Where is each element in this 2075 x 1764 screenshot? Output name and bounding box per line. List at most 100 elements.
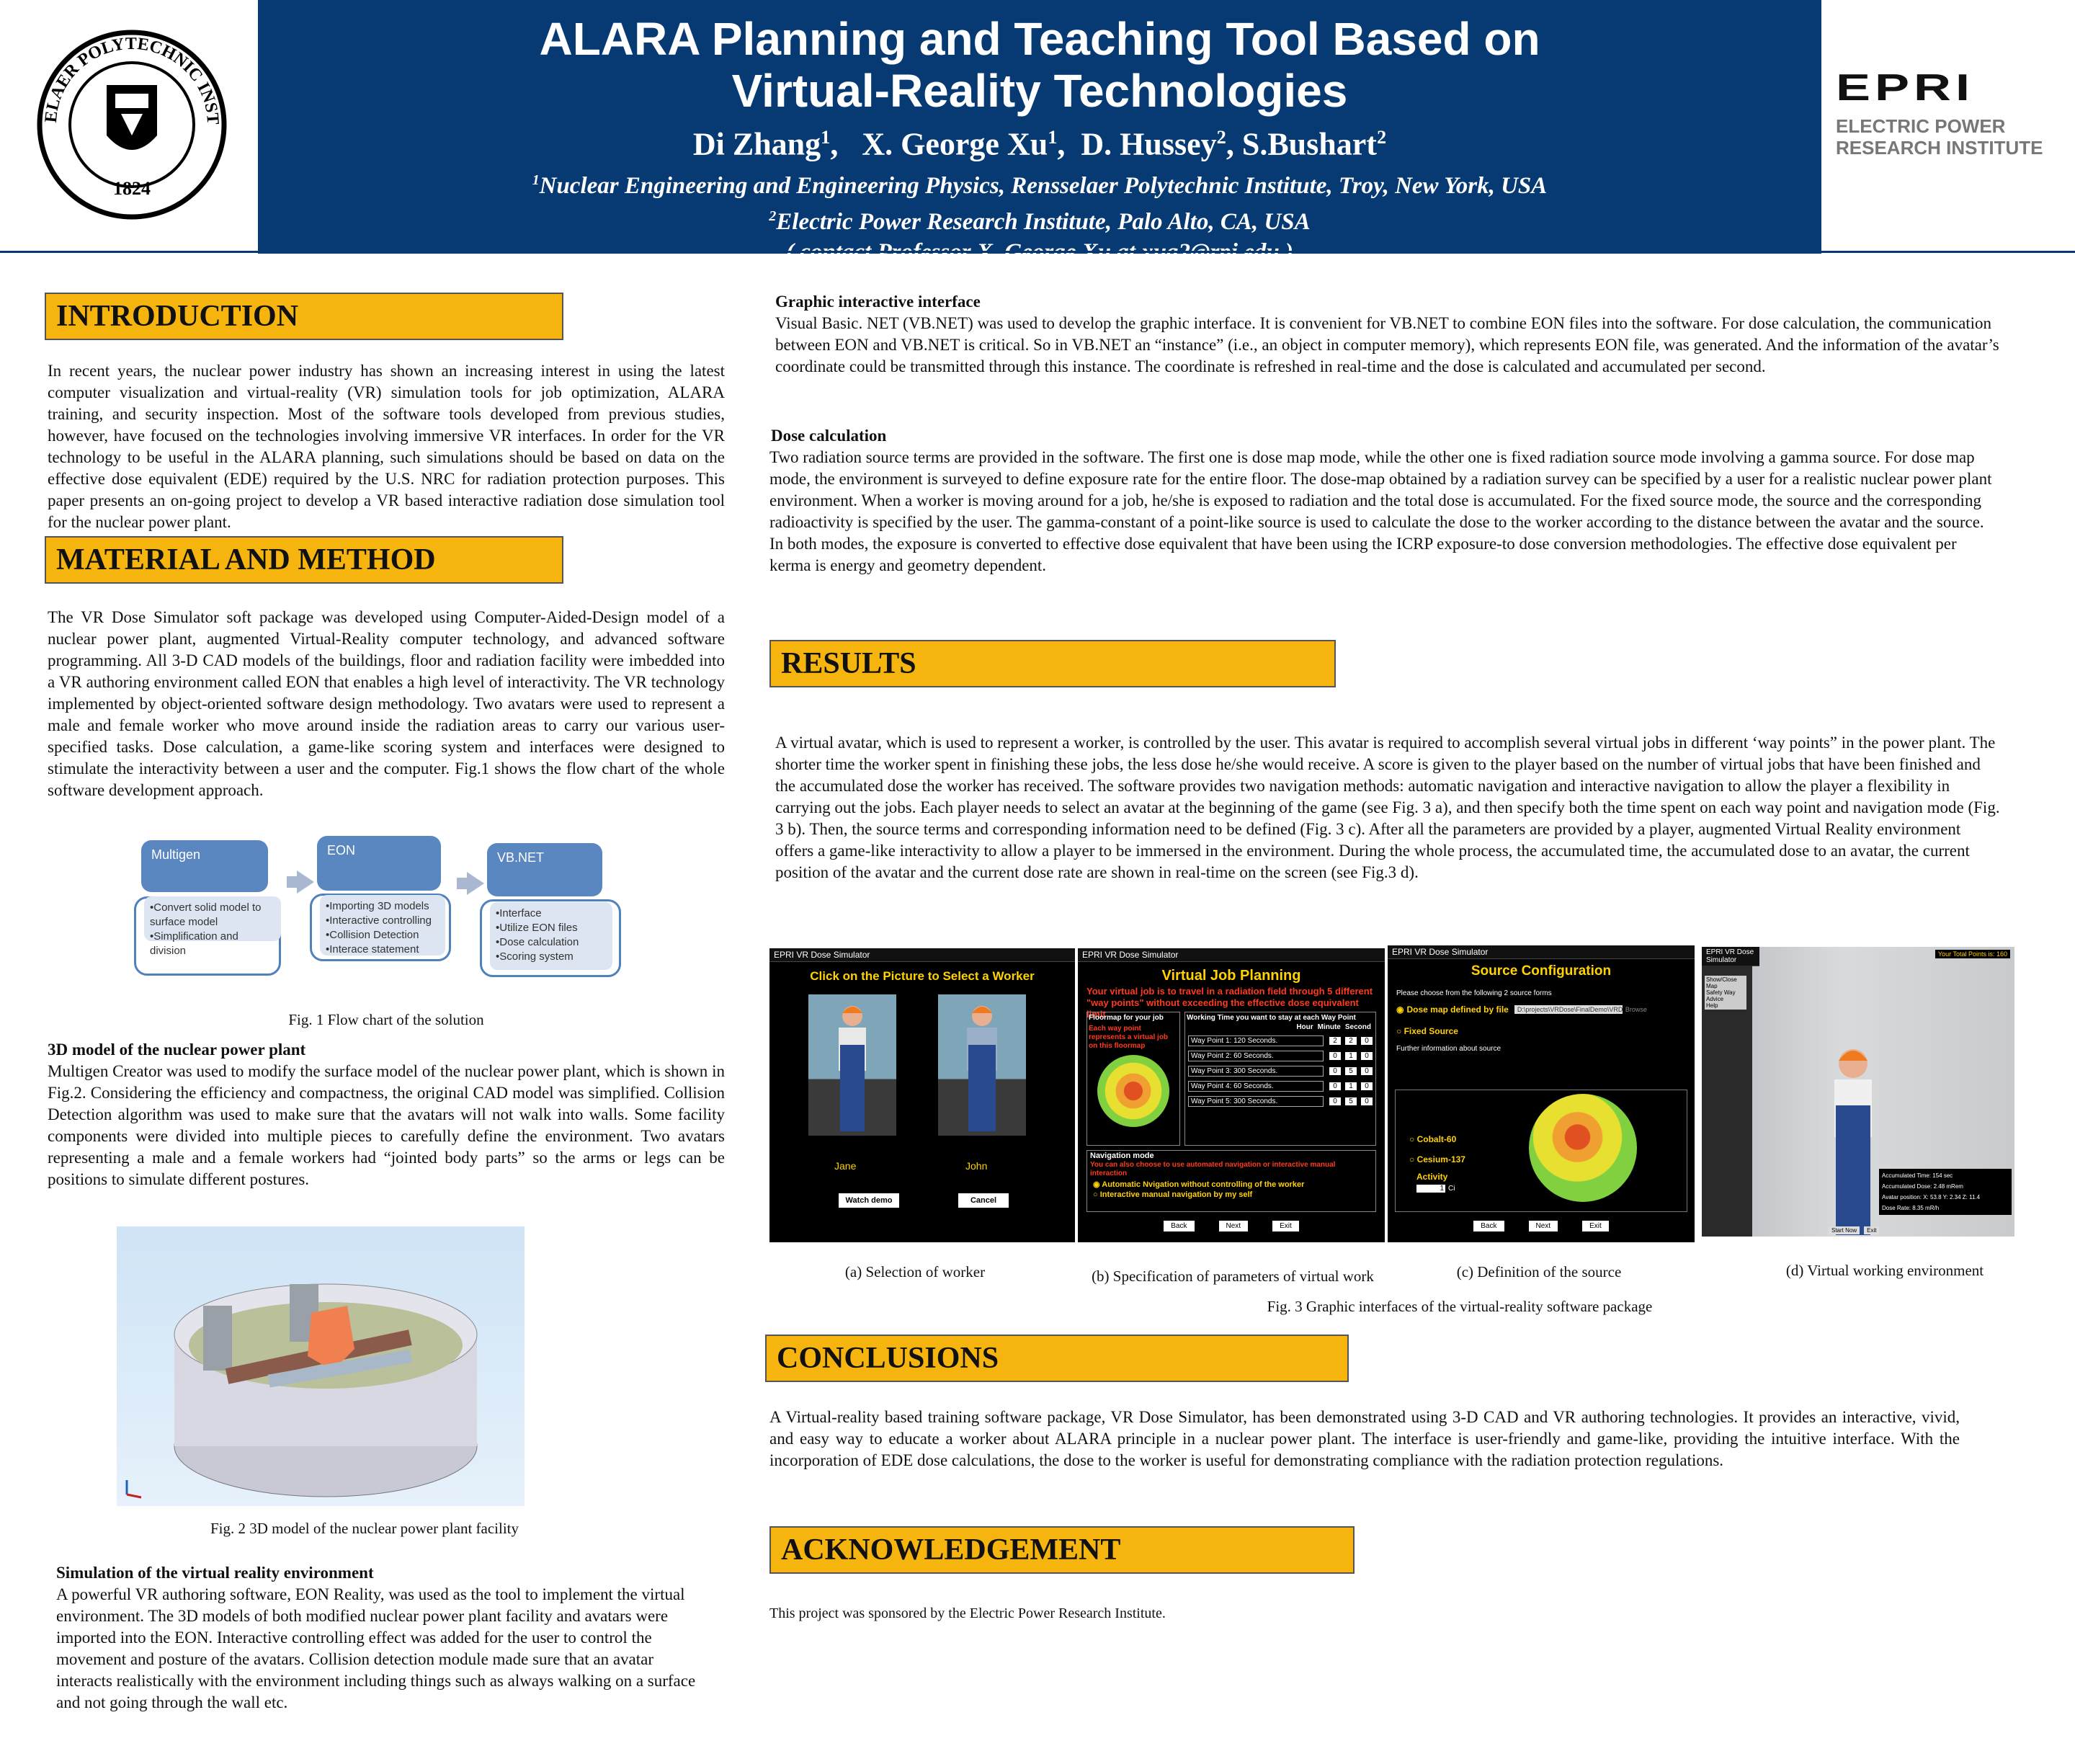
watch-demo-button[interactable]: Watch demo (839, 1193, 899, 1208)
section-heading-acknowledgement: ACKNOWLEDGEMENT (769, 1526, 1355, 1574)
author-name: X. George Xu (862, 126, 1048, 162)
next-button[interactable]: Next (1218, 1221, 1249, 1231)
affiliation-1: 1Nuclear Engineering and Engineering Phy… (532, 172, 1548, 199)
fig1-caption: Fig. 1 Flow chart of the solution (288, 1011, 484, 1028)
minute-input[interactable]: 5 (1345, 1067, 1357, 1075)
screen-d-titlebar: EPRI VR Dose Simulator (1702, 947, 1759, 966)
results-paragraph: A virtual avatar, which is used to repre… (775, 734, 2000, 881)
flow-arrow-1-stem (287, 876, 297, 888)
epri-wordmark: EPRI (1836, 67, 1975, 109)
worker-card-jane[interactable] (808, 994, 896, 1136)
flow-head-vbnet: VB.NET (487, 843, 602, 896)
exit-button[interactable]: Exit (1864, 1226, 1880, 1234)
fig3-caption: Fig. 3 Graphic interfaces of the virtual… (1267, 1298, 1653, 1315)
author-name: Di Zhang (692, 126, 821, 162)
epri-line1: ELECTRIC POWER (1836, 115, 2006, 137)
avatar-position: Avatar position: X: 53.8 Y: 2.34 Z: 11.4 (1882, 1194, 1981, 1200)
worker-male-icon (967, 1006, 997, 1131)
author-name: D. Hussey (1081, 126, 1217, 162)
epri-logo: EPRI ELECTRIC POWER RESEARCH INSTITUTE (1836, 69, 2052, 170)
screen-select-worker: EPRI VR Dose Simulator Click on the Pict… (769, 948, 1075, 1242)
epri-line2: RESEARCH INSTITUTE (1836, 137, 2043, 159)
cobalt-radio[interactable]: ○ Cobalt-60 (1409, 1134, 1457, 1144)
simulation-subheading: Simulation of the virtual reality enviro… (56, 1564, 374, 1582)
model-paragraph: Multigen Creator was used to modify the … (48, 1062, 725, 1188)
fig2-3d-model (117, 1226, 525, 1506)
second-input[interactable]: 0 (1361, 1052, 1373, 1060)
file-path-input[interactable]: D:\projects\VRDose\FinalDemo\VRD (1514, 1005, 1623, 1014)
fixed-source-radio[interactable]: ○ Fixed Source (1396, 1026, 1458, 1036)
second-input[interactable]: 0 (1361, 1082, 1373, 1090)
rpi-seal-year: 1824 (113, 178, 151, 199)
nav-manual-radio[interactable]: ○ Interactive manual navigation by my se… (1093, 1190, 1253, 1199)
simulation-paragraph: A powerful VR authoring software, EON Re… (56, 1585, 696, 1711)
help-button[interactable]: Help (1705, 1002, 1746, 1010)
back-button[interactable]: Back (1164, 1221, 1195, 1231)
poster-header: ALARA Planning and Teaching Tool Based o… (258, 0, 1821, 265)
activity-input[interactable]: 1 (1416, 1185, 1445, 1193)
fig3a-caption: (a) Selection of worker (844, 1263, 986, 1280)
affiliation-2: 2Electric Power Research Institute, Palo… (769, 208, 1311, 235)
minute-input[interactable]: 2 (1345, 1037, 1357, 1045)
floormap-panel: Floormap for your job Each way point rep… (1086, 1012, 1180, 1146)
worker-label-jane: Jane (834, 1160, 857, 1172)
back-button[interactable]: Back (1473, 1221, 1504, 1231)
flow-arrow-2-stem (457, 878, 467, 889)
section-heading-results: RESULTS (769, 640, 1336, 687)
flow-items-vbnet: •Interface•Utilize EON files•Dose calcul… (490, 902, 612, 970)
author-name: S.Bushart (1241, 126, 1377, 162)
nav-auto-radio[interactable]: ◉ Automatic Nvigation without controllin… (1093, 1180, 1305, 1189)
worker-card-john[interactable] (938, 994, 1026, 1136)
screen-source-configuration: EPRI VR Dose Simulator Source Configurat… (1388, 945, 1695, 1242)
exit-button[interactable]: Exit (1272, 1221, 1299, 1231)
fig3d-caption: (d) Virtual working environment (1785, 1262, 1984, 1279)
gui-subheading: Graphic interactive interface (775, 293, 981, 311)
next-button[interactable]: Next (1528, 1221, 1558, 1231)
hour-input[interactable]: 0 (1329, 1067, 1341, 1075)
screen-job-planning: EPRI VR Dose Simulator Virtual Job Plann… (1078, 948, 1385, 1242)
second-input[interactable]: 0 (1361, 1067, 1373, 1075)
source-info-panel (1395, 1090, 1687, 1212)
hour-input[interactable]: 0 (1329, 1097, 1341, 1105)
screen-b-titlebar: EPRI VR Dose Simulator (1078, 948, 1385, 962)
exit-button[interactable]: Exit (1582, 1221, 1609, 1231)
minute-input[interactable]: 5 (1345, 1097, 1357, 1105)
floormap-image (1097, 1055, 1169, 1127)
accumulated-dose: Accumulated Dose: 2.48 mRem (1882, 1183, 1963, 1190)
second-input[interactable]: 0 (1361, 1097, 1373, 1105)
dose-paragraph: Two radiation source terms are provided … (769, 448, 1992, 574)
screen-b-heading: Virtual Job Planning (1161, 968, 1301, 984)
poster-title-line1: ALARA Planning and Teaching Tool Based o… (539, 13, 1540, 65)
minute-input[interactable]: 1 (1345, 1052, 1357, 1060)
flow-head-eon: EON (317, 836, 441, 891)
plant-model-icon (125, 1283, 478, 1499)
section-heading-conclusions: CONCLUSIONS (765, 1335, 1349, 1382)
show-map-button[interactable]: Show/Close Map (1705, 976, 1746, 990)
hour-input[interactable]: 0 (1329, 1052, 1341, 1060)
safety-advice-button[interactable]: Safety Way Advice (1705, 989, 1746, 1003)
side-button-panel (1702, 966, 1752, 1237)
header-divider (0, 251, 2075, 253)
browse-button[interactable]: Browse (1625, 1006, 1647, 1013)
status-panel: Accumulated Time: 154 sec Accumulated Do… (1879, 1169, 2012, 1215)
score-display: Your Total Points is: 160 (1935, 950, 2010, 958)
flowchart: Multigen •Convert solid model to surface… (134, 836, 638, 1009)
dose-rate: Dose Rate: 8.35 mR/h (1882, 1205, 1940, 1211)
cesium-radio[interactable]: ○ Cesium-137 (1409, 1154, 1465, 1164)
poster-title-line2: Virtual-Reality Technologies (731, 65, 1348, 117)
minute-input[interactable]: 1 (1345, 1082, 1357, 1090)
hour-input[interactable]: 0 (1329, 1082, 1341, 1090)
screen-a-titlebar: EPRI VR Dose Simulator (769, 948, 1075, 962)
dose-map-radio[interactable]: ◉ Dose map defined by file D:\projects\V… (1396, 1004, 1647, 1015)
flow-arrow-1 (297, 870, 314, 894)
screen-b-warning: Your virtual job is to travel in a radia… (1086, 986, 1373, 1020)
second-input[interactable]: 0 (1361, 1037, 1373, 1045)
start-now-button[interactable]: Start Now (1829, 1226, 1860, 1234)
cancel-button[interactable]: Cancel (958, 1193, 1009, 1208)
hour-input[interactable]: 2 (1329, 1037, 1341, 1045)
